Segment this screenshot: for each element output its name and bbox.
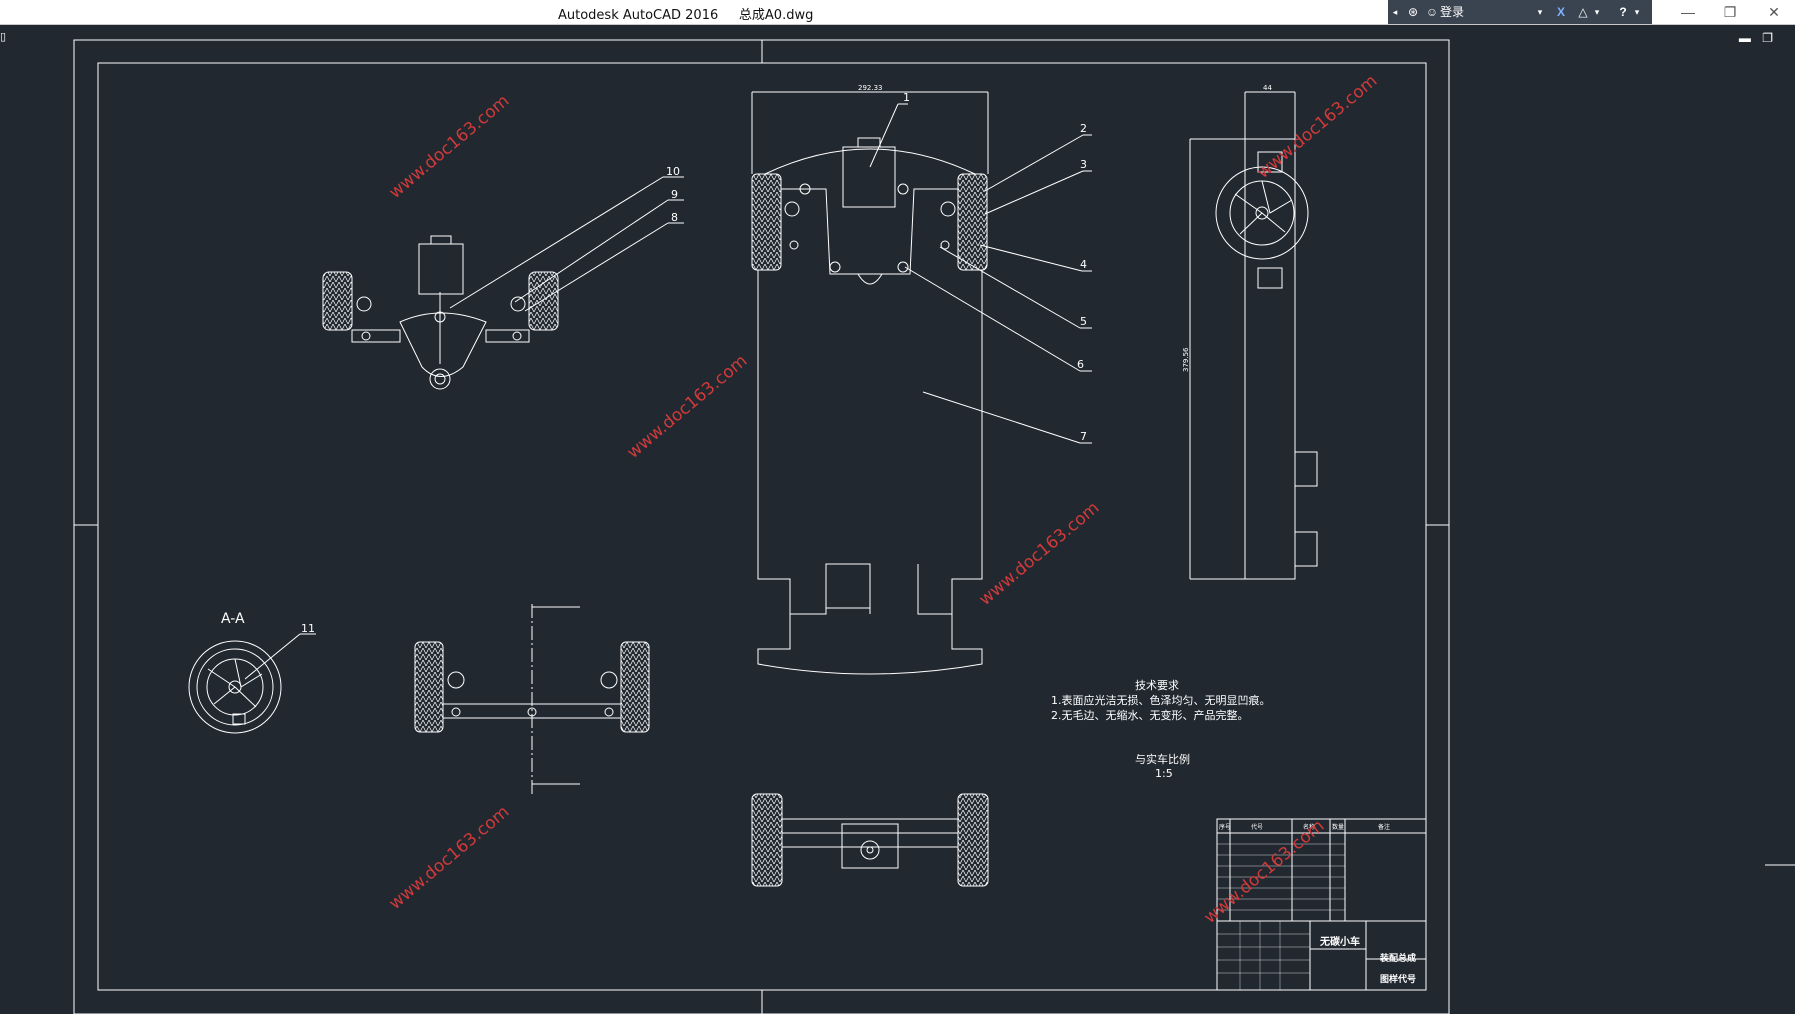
bom-rows: [1217, 843, 1345, 990]
dim-top-width: 292.33: [858, 84, 883, 92]
balloon-leaders-1-7: [869, 103, 1092, 444]
minimize-button[interactable]: —: [1681, 4, 1695, 20]
section-label: A-A: [221, 611, 245, 627]
balloon-3: 3: [1080, 158, 1087, 171]
bom-header-qty: 数量: [1332, 823, 1344, 831]
watermark-2: www.doc163.com: [623, 351, 751, 463]
tech-req-title: 技术要求: [1135, 679, 1179, 692]
tech-req-line-2: 2.无毛边、无缩水、无变形、产品完整。: [1051, 708, 1249, 722]
watermark-1: www.doc163.com: [385, 91, 513, 203]
bottom-front-view: [751, 793, 989, 887]
dim-side-height: 379.56: [1182, 347, 1190, 372]
title-block-name: 无碳小车: [1319, 935, 1360, 948]
balloon-11: 11: [301, 622, 315, 635]
window-controls: — ❐ ✕: [1668, 0, 1795, 24]
viewport-minimize-button[interactable]: ▬: [1738, 31, 1751, 45]
info-center-toolbar: ◂ ⊛ ☺ 登录 ▾ X △ ▾ ? ▾: [1388, 0, 1652, 24]
exchange-apps-icon[interactable]: X: [1556, 5, 1565, 19]
chevron-down-icon[interactable]: ▾: [1594, 7, 1600, 17]
balloon-1: 1: [903, 91, 910, 104]
help-button[interactable]: ?: [1619, 5, 1627, 19]
autodesk-a360-icon[interactable]: △: [1578, 5, 1588, 19]
drawing-canvas[interactable]: 1 2 3 4 5 6 7 8 9 10 11 292.33 44 379.56…: [0, 24, 1795, 1014]
balloon-leaders-8-10: [449, 176, 684, 312]
watermarks: www.doc163.com www.doc163.com www.doc163…: [385, 71, 1381, 928]
front-axle-view: [322, 235, 559, 390]
restore-button[interactable]: ❐: [1723, 4, 1737, 20]
scale-label: 与实车比例: [1135, 752, 1190, 766]
caret-left-icon[interactable]: ◂: [1392, 7, 1398, 17]
title-block-part: 装配总成: [1379, 952, 1416, 964]
close-button[interactable]: ✕: [1768, 4, 1780, 20]
dim-side-width: 44: [1263, 84, 1272, 92]
tech-req-line-1: 1.表面应光洁无损、色泽均匀、无明显凹痕。: [1051, 693, 1271, 707]
user-icon: ☺: [1425, 5, 1439, 19]
title-block-code: 图样代号: [1380, 973, 1416, 985]
title-block: [1216, 818, 1427, 991]
balloon-8: 8: [671, 211, 678, 224]
balloon-10: 10: [666, 165, 680, 178]
scale-value: 1:5: [1155, 767, 1173, 780]
chevron-down-icon[interactable]: ▾: [1634, 7, 1640, 17]
chevron-down-icon[interactable]: ▾: [1537, 7, 1543, 17]
bom-header-remark: 备注: [1378, 823, 1390, 831]
balloon-7: 7: [1080, 430, 1087, 443]
balloon-4: 4: [1080, 258, 1087, 271]
bom-header-no: 序号: [1219, 823, 1231, 831]
window-title: Autodesk AutoCAD 2016 总成A0.dwg: [558, 8, 814, 23]
watermark-4: www.doc163.com: [1253, 71, 1381, 183]
top-plan-view: [751, 91, 989, 675]
rear-axle-view: [414, 604, 650, 794]
viewport-menu-fragment[interactable]: ▯: [0, 31, 7, 43]
viewport-restore-button[interactable]: ❐: [1762, 31, 1773, 45]
balloon-5: 5: [1080, 315, 1087, 328]
watermark-5: www.doc163.com: [385, 802, 513, 914]
title-bar: Autodesk AutoCAD 2016 总成A0.dwg ◂ ⊛ ☺ 登录 …: [0, 0, 1795, 25]
side-view: [1189, 91, 1318, 580]
watermark-3: www.doc163.com: [975, 498, 1103, 610]
balloon-6: 6: [1077, 358, 1084, 371]
bom-header-name: 名称: [1303, 823, 1315, 831]
viewport-controls: ▬ ❐: [1739, 31, 1773, 45]
balloon-2: 2: [1080, 122, 1087, 135]
balloon-9: 9: [671, 188, 678, 201]
sign-in-button[interactable]: 登录: [1440, 5, 1465, 19]
section-aa-wheel: [188, 633, 316, 734]
bom-header-code: 代号: [1251, 823, 1263, 831]
binoculars-icon[interactable]: ⊛: [1407, 5, 1419, 19]
